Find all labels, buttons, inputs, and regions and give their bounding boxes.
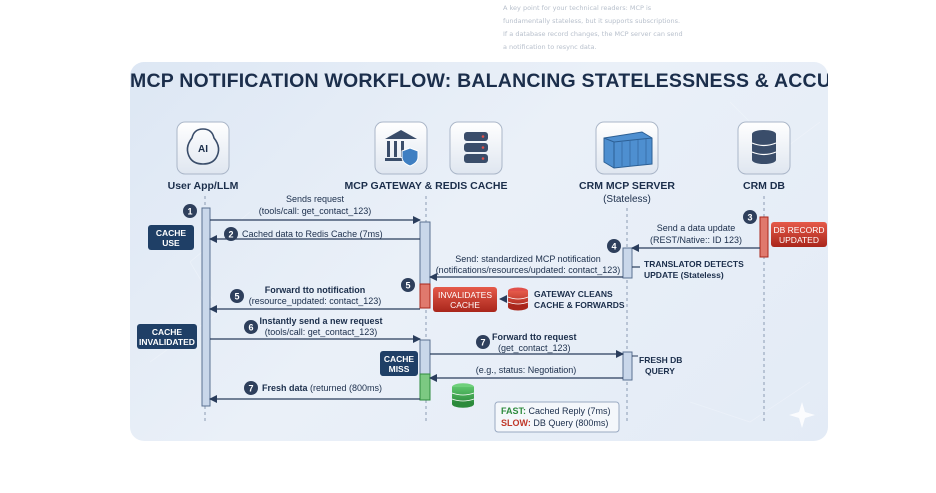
background-note: A key point for your technical readers: …	[503, 2, 738, 54]
activation-crm-2	[622, 351, 633, 381]
step-number: 5	[405, 281, 410, 291]
badge-line: CACHE	[384, 354, 415, 364]
step-circle-1: 1	[183, 204, 197, 218]
ai-brain-icon: AI	[176, 121, 230, 175]
legend-fast-key: FAST:	[501, 406, 526, 416]
actor-crm-server-sub: (Stateless)	[603, 194, 651, 205]
badge-line: USE	[162, 238, 180, 248]
activation-db	[759, 216, 769, 258]
step-circle-4: 4	[607, 239, 621, 253]
activation-gateway-invalidate	[419, 283, 431, 309]
step-4b-line2: (notifications/resources/updated: contac…	[436, 265, 621, 275]
gateway-cleans-line2: CACHE & FORWARDS	[534, 300, 625, 310]
badge-db-record-updated: DB RECORD UPDATED	[771, 222, 827, 247]
gateway-cleans-line1: GATEWAY CLEANS	[534, 289, 613, 299]
badge-line: DB RECORD	[773, 225, 824, 235]
step-circle-2: 2	[224, 227, 238, 241]
sequence-diagram: AI	[137, 101, 827, 433]
step-number: 2	[228, 230, 233, 240]
legend-slow-key: SLOW:	[501, 418, 531, 428]
step-4-line1: Send a data update	[657, 223, 736, 233]
step-number: 6	[248, 323, 253, 333]
step-7a-line1: Forward tto request	[492, 332, 577, 342]
step-circle-3: 3	[743, 210, 757, 224]
fresh-db-line2: QUERY	[645, 366, 675, 376]
step-6-line1: Instantly send a new request	[259, 316, 382, 326]
badge-line: INVALIDATED	[139, 337, 195, 347]
step-circle-7c: 7	[244, 381, 258, 395]
note-line: a notification to resync data.	[503, 43, 597, 51]
step-number: 4	[611, 242, 616, 252]
step-number: 7	[248, 384, 253, 394]
activation-gateway-fresh	[419, 373, 431, 401]
step-7b-text: (e.g., status: Negotiation)	[476, 365, 577, 375]
badge-cache-miss: CACHE MISS	[380, 351, 418, 376]
legend-slow-value: DB Query (800ms)	[531, 418, 609, 428]
badge-cache-invalidated: CACHE INVALIDATED	[137, 324, 197, 349]
red-cache-database-icon	[507, 287, 529, 311]
badge-line: CACHE	[450, 300, 480, 310]
step-number: 1	[187, 207, 192, 217]
step-1-line2: (tools/call: get_contact_123)	[259, 206, 372, 216]
step-4b-line1: Send: standardized MCP notification	[455, 254, 600, 264]
activation-user	[201, 207, 211, 407]
fresh-db-line1: FRESH DB	[639, 355, 682, 365]
note-line: If a database record changes, the MCP se…	[503, 30, 683, 38]
legend-fast: FAST: Cached Reply (7ms)	[501, 406, 611, 416]
step-circle-6: 6	[244, 320, 258, 334]
diagram-title: MCP NOTIFICATION WORKFLOW: BALANCING STA…	[130, 70, 828, 92]
step-2-text: Cached data to Redis Cache (7ms)	[242, 229, 383, 239]
note-line: fundamentally stateless, but it supports…	[503, 17, 681, 25]
badge-cache-use: CACHE USE	[148, 225, 194, 250]
step-circle-7a: 7	[476, 335, 490, 349]
badge-line: UPDATED	[779, 235, 819, 245]
legend-fast-value: Cached Reply (7ms)	[526, 406, 611, 416]
badge-line: INVALIDATES	[438, 290, 492, 300]
step-7c-text: Fresh data (returned (800ms)	[262, 383, 382, 393]
actor-crm-db: CRM DB	[743, 180, 785, 192]
database-icon	[737, 121, 791, 175]
translator-line1: TRANSLATOR DETECTS	[644, 259, 744, 269]
badge-line: CACHE	[152, 327, 183, 337]
redis-cache-icon	[449, 121, 503, 175]
step-circle-5-gateway: 5	[401, 278, 415, 292]
step-number: 7	[480, 338, 485, 348]
actor-gateway: MCP GATEWAY & REDIS CACHE	[345, 180, 508, 192]
translator-line2: UPDATE (Stateless)	[644, 270, 724, 280]
step-7a-line2: (get_contact_123)	[498, 343, 571, 353]
actor-crm-server: CRM MCP SERVER	[579, 180, 675, 192]
ai-icon-text: AI	[198, 144, 208, 155]
step-number: 3	[747, 213, 752, 223]
step-5-line2: (resource_updated: contact_123)	[249, 296, 382, 306]
step-number: 5	[234, 292, 239, 302]
note-line: A key point for your technical readers: …	[503, 4, 652, 12]
step-circle-5: 5	[230, 289, 244, 303]
step-5-line1: Forward tto notification	[265, 285, 366, 295]
step-1-line1: Sends request	[286, 194, 345, 204]
badge-line: MISS	[389, 364, 410, 374]
step-4-line2: (REST/Native:: ID 123)	[650, 235, 742, 245]
step-6-line2: (tools/call: get_contact_123)	[265, 327, 378, 337]
step-7c-rest: (returned (800ms)	[308, 383, 383, 393]
activation-crm-1	[622, 247, 633, 279]
bank-shield-icon	[374, 121, 428, 175]
step-7c-bold: Fresh data	[262, 383, 309, 393]
diagram-card: MCP NOTIFICATION WORKFLOW: BALANCING STA…	[130, 62, 828, 441]
sparkle-icon	[789, 402, 815, 428]
legend: FAST: Cached Reply (7ms) SLOW: DB Query …	[494, 401, 620, 433]
badge-line: CACHE	[156, 228, 187, 238]
green-database-icon	[451, 383, 475, 408]
badge-invalidates-cache: INVALIDATES CACHE	[433, 287, 497, 312]
server-container-icon	[595, 121, 659, 175]
actor-user-app: User App/LLM	[168, 180, 239, 192]
legend-slow: SLOW: DB Query (800ms)	[501, 418, 608, 428]
